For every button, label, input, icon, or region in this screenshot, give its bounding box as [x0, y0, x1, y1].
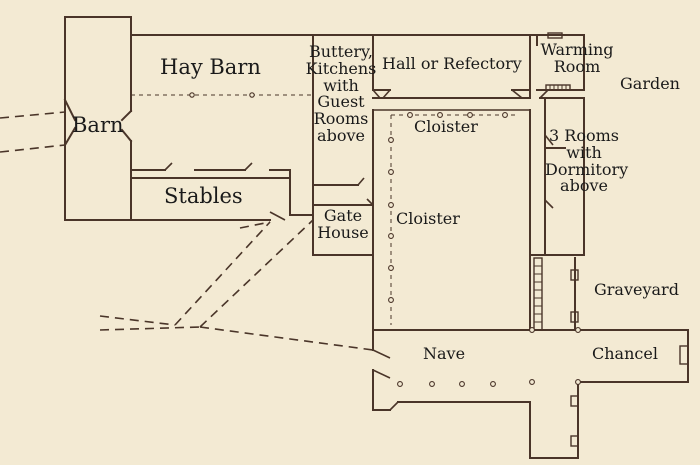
label-three-rooms: 3 Rooms with Dormitory above — [545, 126, 629, 196]
label-hall: Hall or Refectory — [382, 54, 522, 73]
hall-walls — [372, 34, 531, 111]
hay-barn-pillars — [189, 92, 255, 98]
paths — [0, 111, 374, 351]
label-graveyard: Graveyard — [594, 280, 679, 299]
label-chancel: Chancel — [592, 344, 658, 363]
label-warming-room: Warming Room — [540, 40, 614, 76]
label-nave: Nave — [423, 344, 466, 363]
buttery-walls — [312, 34, 381, 331]
barn-walls — [63, 16, 133, 221]
cloister-pillars — [388, 112, 508, 303]
label-buttery: Buttery, Kitchens with Guest Rooms above — [305, 42, 377, 145]
label-hay-barn: Hay Barn — [160, 55, 261, 79]
cloister-stairs — [533, 257, 543, 331]
label-cloister-west: Cloister — [396, 209, 460, 228]
label-gate-house: Gate House — [317, 206, 369, 242]
label-cloister-north: Cloister — [414, 117, 478, 136]
label-garden: Garden — [620, 74, 680, 93]
label-stables: Stables — [164, 184, 243, 208]
stables-walls — [130, 169, 314, 221]
warming-room-walls — [529, 32, 585, 99]
nave-pillars — [397, 327, 581, 387]
label-barn: Barn — [72, 113, 124, 137]
hay-barn-walls — [130, 34, 531, 171]
three-rooms-walls — [529, 97, 585, 256]
church-walls — [372, 257, 689, 459]
